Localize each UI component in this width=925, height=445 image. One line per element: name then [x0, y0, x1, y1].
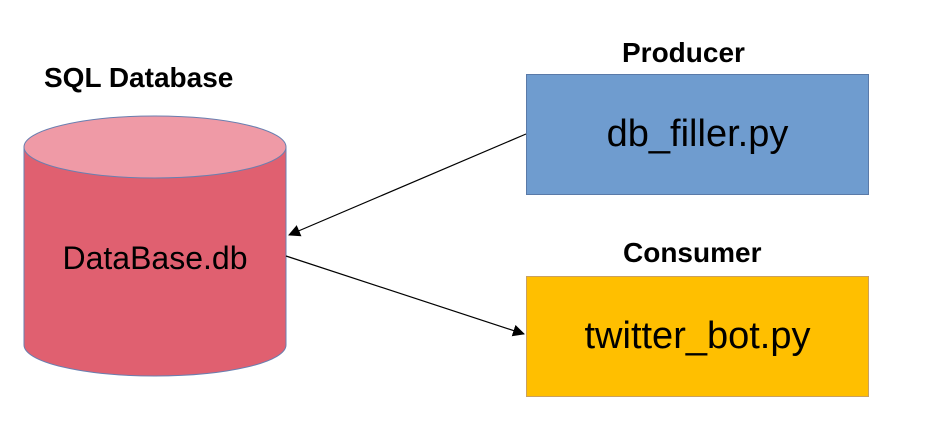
producer-script-label: db_filler.py	[606, 113, 789, 155]
database-cylinder	[23, 115, 287, 377]
database-cylinder-body	[23, 146, 287, 377]
consumer-script-label: twitter_bot.py	[584, 315, 811, 357]
consumer-title: Consumer	[623, 237, 762, 268]
producer-to-database-arrow	[288, 133, 527, 237]
producer-title: Producer	[622, 37, 745, 68]
database-title: SQL Database	[44, 62, 234, 93]
database-to-consumer-arrow	[285, 255, 525, 337]
database-name: DataBase.db	[62, 240, 248, 276]
consumer-box: twitter_bot.py	[526, 276, 869, 397]
producer-box: db_filler.py	[526, 74, 869, 195]
database-cylinder-top	[23, 115, 287, 179]
